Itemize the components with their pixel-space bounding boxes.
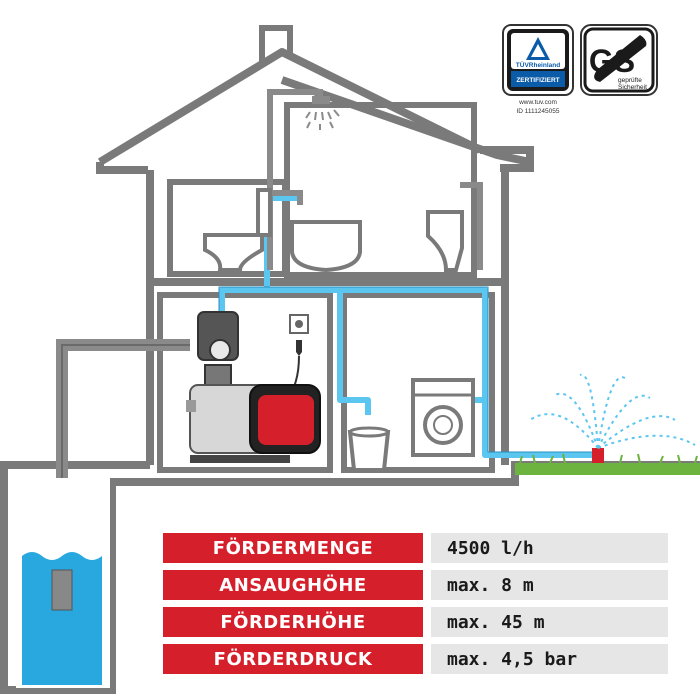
spec-value-foerderhoehe: max. 45 m bbox=[431, 607, 668, 637]
spec-value-foerderdruck: max. 4,5 bar bbox=[431, 644, 668, 674]
toilet-left-tank bbox=[256, 188, 272, 237]
toilet-left-icon bbox=[203, 233, 264, 272]
tuv-brand-text: TÜVRheinland bbox=[516, 60, 560, 69]
submersible-foot bbox=[51, 569, 73, 611]
spec-value-ansaughoehe: max. 8 m bbox=[431, 570, 668, 600]
spec-row: FÖRDERMENGE 4500 l/h bbox=[163, 533, 668, 563]
grass-blades bbox=[519, 453, 698, 464]
spec-value-foerdermenge: 4500 l/h bbox=[431, 533, 668, 563]
socket-hole-icon bbox=[295, 320, 303, 328]
tuv-certification-badge bbox=[502, 24, 574, 96]
tuv-url-text: www.tuv.com bbox=[518, 99, 557, 106]
spec-row: ANSAUGHÖHE max. 8 m bbox=[163, 570, 668, 600]
roof-inner bbox=[96, 162, 148, 174]
roof-right-eave bbox=[480, 146, 534, 172]
bucket-icon bbox=[347, 430, 391, 472]
fixture-pipes bbox=[267, 89, 483, 270]
grass bbox=[515, 463, 700, 475]
gs-caption-line1: geprüfte bbox=[618, 77, 642, 84]
pressure-gauge-icon bbox=[209, 339, 231, 361]
tuv-id-text: ID 1111245055 bbox=[516, 108, 559, 115]
gs-caption-line2: Sicherheit bbox=[618, 84, 647, 91]
roof-left bbox=[97, 48, 482, 166]
spec-row: FÖRDERDRUCK max. 4,5 bar bbox=[163, 644, 668, 674]
distribution-pipes-edge bbox=[218, 286, 598, 453]
room-laundry bbox=[341, 292, 495, 473]
room-pump bbox=[157, 292, 333, 473]
spec-label-foerderdruck: FÖRDERDRUCK bbox=[163, 644, 423, 674]
power-plug-icon bbox=[296, 340, 302, 356]
spec-label-foerdermenge: FÖRDERMENGE bbox=[163, 533, 423, 563]
tuv-status-text: ZERTIFIZIERT bbox=[516, 77, 559, 84]
water-spray bbox=[529, 373, 696, 449]
gs-mark-text: GS bbox=[589, 43, 635, 79]
sink-icon bbox=[290, 220, 362, 273]
well-water bbox=[22, 552, 102, 685]
gs-safety-badge bbox=[580, 24, 658, 96]
spec-row: FÖRDERHÖHE max. 45 m bbox=[163, 607, 668, 637]
shower-head-icon bbox=[305, 96, 340, 130]
washing-machine-icon bbox=[411, 378, 475, 457]
toilet-right-icon bbox=[426, 210, 464, 272]
spec-label-foerderhoehe: FÖRDERHÖHE bbox=[163, 607, 423, 637]
spec-label-ansaughoehe: ANSAUGHÖHE bbox=[163, 570, 423, 600]
garden-pump bbox=[186, 311, 321, 463]
